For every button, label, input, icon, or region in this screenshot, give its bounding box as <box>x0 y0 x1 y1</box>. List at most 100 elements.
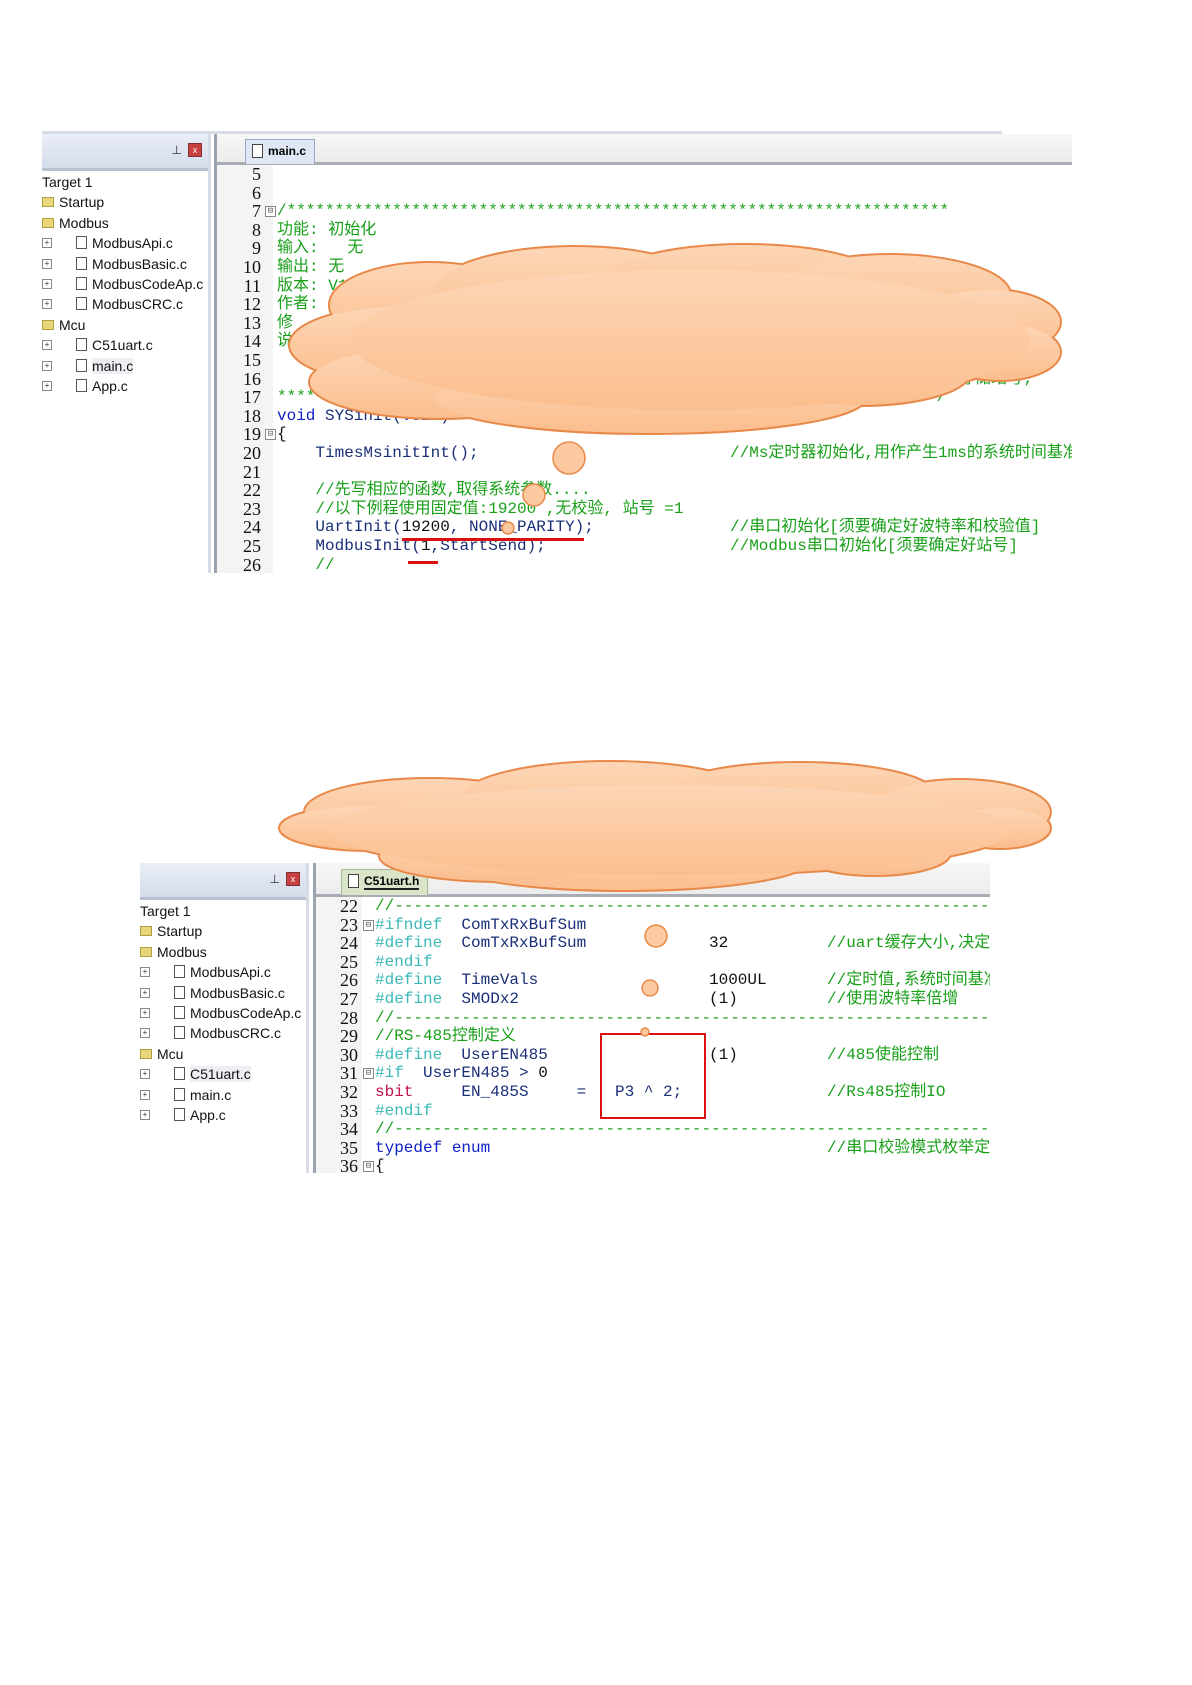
tree-item-label: App.c <box>190 1106 226 1123</box>
expand-icon[interactable]: + <box>140 1109 150 1120</box>
cloud-lobe <box>458 760 762 840</box>
panel-header: ⊥ x <box>42 134 208 171</box>
code-token: TimeVals <box>442 971 539 990</box>
close-icon[interactable]: x <box>188 143 202 157</box>
code-comment: //Rs485控制IO <box>827 1083 946 1101</box>
line-number: 32 <box>340 1082 358 1102</box>
cloud-lobe <box>305 779 555 845</box>
tree-item-label: main.c <box>190 1086 232 1103</box>
tree-item-label: ModbusApi.c <box>92 235 173 252</box>
expand-icon[interactable]: + <box>140 1089 150 1100</box>
tree-item[interactable]: +ModbusBasic.c <box>140 983 301 1003</box>
tree-item[interactable]: +ModbusBasic.c <box>42 254 203 274</box>
tree-item[interactable]: +ModbusCodeAp.c <box>140 1003 301 1023</box>
expand-icon[interactable]: + <box>140 987 150 998</box>
code-token: TimesMsinitInt(); <box>277 444 479 462</box>
tab-main-c[interactable]: main.c <box>245 139 316 164</box>
file-icon <box>174 1026 185 1040</box>
expand-icon[interactable]: + <box>42 360 52 371</box>
cloud-lobe <box>278 804 462 852</box>
tree-item[interactable]: +main.c <box>42 356 203 376</box>
tree-item[interactable]: + App.c <box>42 376 203 396</box>
tree-item[interactable]: + App.c <box>140 1105 301 1125</box>
expand-icon[interactable]: + <box>42 340 52 351</box>
tree-item[interactable]: + ModbusCodeAp.c <box>42 274 203 294</box>
cloud-lobe <box>303 777 557 847</box>
tree-item[interactable]: +ModbusCRC.c <box>42 294 203 314</box>
tree-item[interactable]: Mcu <box>140 1044 301 1064</box>
code-comment: //Modbus串口初始化[须要确定好站号] <box>730 537 1019 555</box>
expand-icon[interactable]: + <box>140 967 150 978</box>
tree-item[interactable]: Mcu <box>42 315 203 335</box>
code-token: sbit <box>375 1083 414 1101</box>
tree-item-label: ModbusCRC.c <box>190 1025 282 1042</box>
line-number: 20 <box>243 443 261 463</box>
tree-item[interactable]: Target 1 <box>42 172 203 192</box>
tree-item[interactable]: + ModbusApi.c <box>42 233 203 253</box>
macro-value: (1) <box>709 990 738 1008</box>
code-text: /***************************************… <box>277 202 949 221</box>
fold-toggle-icon[interactable]: ⊟ <box>363 1068 374 1080</box>
tree-item[interactable]: + ModbusCRC.c <box>140 1023 301 1043</box>
tab-label: C51uart.h <box>364 874 420 890</box>
code-line: 34//------------------------------------… <box>316 1120 990 1139</box>
tree-item[interactable]: Target 1 <box>140 901 301 921</box>
expand-icon[interactable]: + <box>42 299 52 310</box>
tree-item[interactable]: Modbus <box>140 942 301 962</box>
tree-item[interactable]: + main.c <box>140 1085 301 1105</box>
tree-item-label: ModbusCodeAp.c <box>92 275 204 292</box>
code-line: 22//------------------------------------… <box>316 897 990 916</box>
folder-icon <box>140 1048 152 1059</box>
macro-value: 32 <box>709 934 729 953</box>
file-icon <box>348 874 359 888</box>
close-icon[interactable]: x <box>286 872 300 886</box>
tree-item[interactable]: Modbus <box>42 213 203 233</box>
code-text: #endif <box>375 1102 433 1121</box>
fold-toggle-icon[interactable]: ⊟ <box>363 1161 374 1173</box>
file-icon <box>76 256 87 270</box>
line-number: 22 <box>340 896 358 916</box>
expand-icon[interactable]: + <box>42 258 52 269</box>
code-text: 说明 <box>277 332 309 351</box>
expand-icon[interactable]: + <box>140 1028 150 1039</box>
pin-icon[interactable]: ⊥ <box>269 872 280 886</box>
tab-c51uart-h[interactable]: C51uart.h <box>341 869 429 895</box>
red-highlight-box <box>600 1033 706 1119</box>
code-token: ComTxRxBufSum <box>442 934 587 953</box>
tree-item[interactable]: Startup <box>140 921 301 941</box>
fold-toggle-icon[interactable]: ⊟ <box>265 206 276 218</box>
expand-icon[interactable]: + <box>140 1069 150 1080</box>
fold-toggle-icon[interactable]: ⊟ <box>265 429 276 441</box>
pin-icon[interactable]: ⊥ <box>171 143 182 157</box>
expand-icon[interactable]: + <box>42 238 52 249</box>
fold-toggle-icon[interactable]: ⊟ <box>363 919 374 931</box>
code-token: //先写相应的函数,取得系统参数.... <box>277 481 591 500</box>
expand-icon[interactable]: + <box>42 278 52 289</box>
code-line: 19⊟{ <box>217 425 1072 444</box>
code-line: 27#define SMODx2(1)//使用波特率倍增 <box>316 990 990 1009</box>
tree-item-label: C51uart.c <box>190 1066 251 1083</box>
tree-item-label: App.c <box>92 377 128 394</box>
code-text: 输出: 无 <box>277 258 344 277</box>
tree-item[interactable]: + C51uart.c <box>140 1064 301 1084</box>
tree-item[interactable]: Startup <box>42 192 203 212</box>
expand-icon[interactable]: + <box>42 380 52 391</box>
tree-item-label: Modbus <box>59 214 109 231</box>
tree-item[interactable]: +C51uart.c <box>42 335 203 355</box>
line-number: 27 <box>340 989 358 1009</box>
code-token: void <box>401 406 441 425</box>
code-token: UserEN485 <box>442 1045 548 1064</box>
expand-icon[interactable]: + <box>140 1007 150 1018</box>
code-area[interactable]: 22//------------------------------------… <box>316 897 990 1173</box>
file-icon <box>76 338 87 352</box>
tree-item[interactable]: +ModbusApi.c <box>140 962 301 982</box>
